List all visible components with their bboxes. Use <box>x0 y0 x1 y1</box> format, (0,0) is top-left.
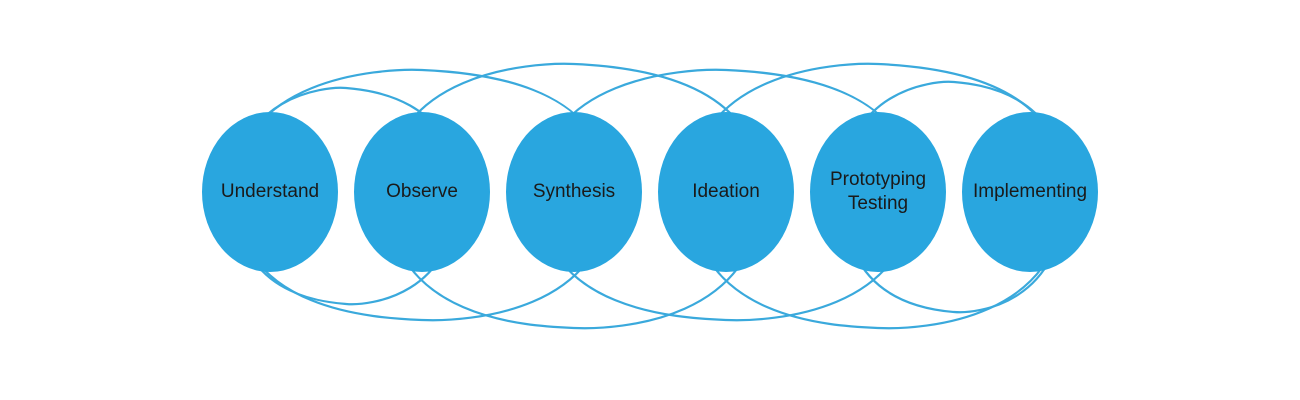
stage-label-ideation: Ideation <box>692 181 760 202</box>
stage-label-prototyping-testing-1: Prototyping <box>830 169 926 190</box>
stage-synthesis: Synthesis <box>506 112 642 272</box>
stage-ideation: Ideation <box>658 112 794 272</box>
stage-circle-synthesis <box>506 112 642 272</box>
stage-circle-implementing <box>962 112 1098 272</box>
stage-nodes: Understand Observe Synthesis Ideation Protot… <box>202 112 1098 272</box>
stage-label-implementing: Implementing <box>973 181 1087 202</box>
stage-understand: Understand <box>202 112 338 272</box>
stage-label-observe: Observe <box>386 181 458 202</box>
stage-implementing: Implementing <box>962 112 1098 272</box>
stage-label-understand: Understand <box>221 181 319 202</box>
stage-label-synthesis: Synthesis <box>533 181 615 202</box>
stage-circle-observe <box>354 112 490 272</box>
stage-observe: Observe <box>354 112 490 272</box>
stage-circle-understand <box>202 112 338 272</box>
stage-circle-prototyping-testing <box>810 112 946 272</box>
stage-label-prototyping-testing-2: Testing <box>848 193 908 214</box>
stage-circle-ideation <box>658 112 794 272</box>
